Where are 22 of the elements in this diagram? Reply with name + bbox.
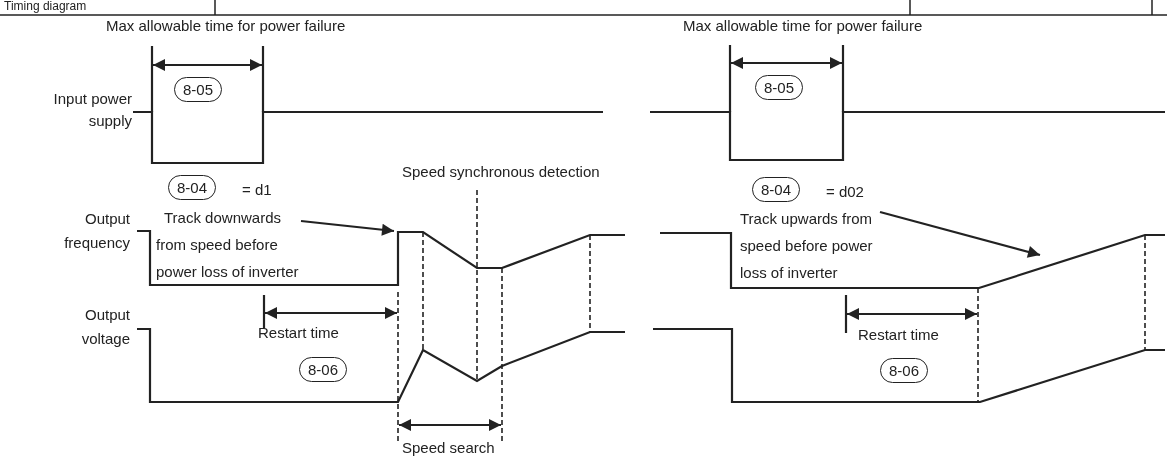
signal-name: Output voltage: [80, 305, 130, 349]
parameter-badge: 8-04: [168, 175, 217, 200]
dimension-label: Max allowable time for power failure: [683, 17, 923, 35]
parameter-badge: 8-06: [299, 357, 348, 382]
dimension-label: Restart time: [258, 324, 339, 342]
table-heading: Timing diagram: [4, 0, 87, 14]
annotation-text: Speed synchronous detection: [402, 163, 600, 181]
arrow: [879, 210, 1041, 258]
annotation-text: Track upwards from speed before power loss of inverter: [740, 205, 880, 286]
dimension-label: Restart time: [858, 326, 939, 344]
parameter-badge: 8-05: [174, 77, 223, 102]
annotation-text: Track downwards from speed before power loss of inverter: [156, 204, 301, 285]
arrow: [300, 219, 395, 236]
signal-name: Output frequency: [63, 209, 130, 253]
parameter-value: = d1: [242, 181, 272, 199]
dimension-label: Max allowable time for power failure: [106, 17, 346, 35]
parameter-badge: 8-04: [752, 177, 801, 202]
parameter-value: = d02: [826, 183, 864, 201]
dimension-label: Speed search: [402, 439, 495, 457]
parameter-badge: 8-05: [755, 75, 804, 100]
parameter-badge: 8-06: [880, 358, 929, 383]
signal-name: Input power supply: [52, 89, 132, 131]
